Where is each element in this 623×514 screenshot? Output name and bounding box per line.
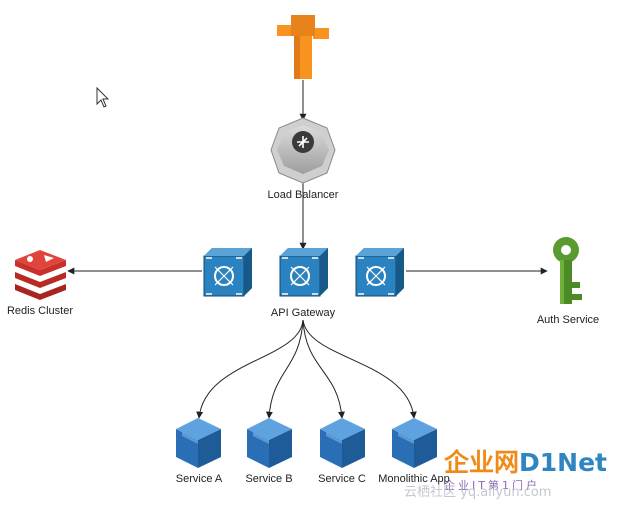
load-balancer-label: Load Balancer [267,189,339,201]
load-balancer-icon [270,117,336,184]
watermark-brand-part1: 企业网 [444,448,520,477]
api-gateway-label: API Gateway [270,307,336,319]
edge-gateway-to-service-b [265,319,304,419]
service-cube-icon [392,418,437,468]
connectors [67,80,548,419]
edge-gateway-to-monolithic [302,319,417,419]
service-a-label: Service A [175,473,223,485]
service-cube-icon [247,418,292,468]
key-icon [553,237,582,304]
watermark-brand: 企业网D1Net [444,443,607,479]
auth-service-label: Auth Service [536,314,600,326]
redis-icon [15,250,66,300]
api-gateway-icon [203,248,404,297]
cursor-icon [96,86,110,108]
route53-icon [277,15,329,79]
service-cube-icons [176,418,437,468]
redis-cluster-label: Redis Cluster [6,305,74,317]
watermark-tagline: 企业IT第1门户 [444,479,540,492]
service-c-label: Service C [318,473,366,485]
watermark-brand-part2: D1Net [519,448,607,477]
edge-gateway-to-service-a [196,319,304,419]
edge-gateway-to-service-c [302,319,345,419]
watermark-site: 云栖社区 yq.aliyun.com [404,485,552,500]
service-cube-icon [176,418,221,468]
service-cube-icon [320,418,365,468]
monolithic-app-label: Monolithic App [378,473,450,485]
service-b-label: Service B [245,473,293,485]
